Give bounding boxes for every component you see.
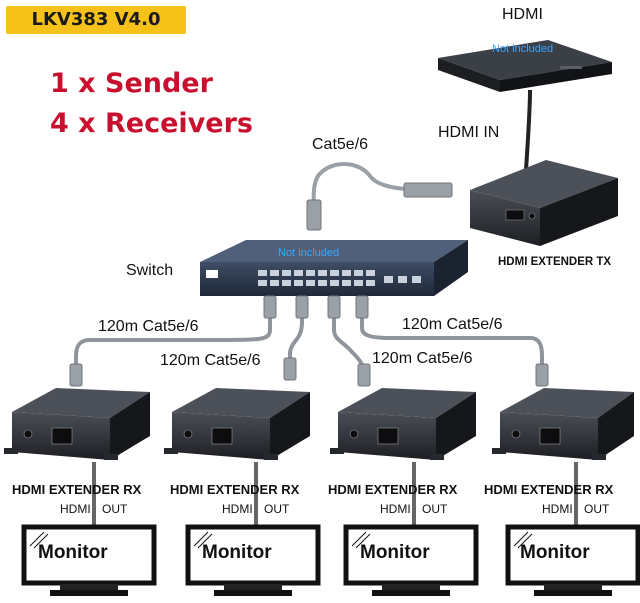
rx-label-1: HDMI EXTENDER RX [12,482,142,497]
monitor-3-label: Monitor [360,542,430,563]
hdmi-in-cable [524,89,532,171]
hdmi-out-cables [92,462,578,532]
cable-label-1: 120m Cat5e/6 [98,318,199,335]
monitor-2-label: Monitor [202,542,272,563]
monitor-graphics [21,524,640,596]
headline-sender: 1 x Sender [50,68,213,99]
rx-device-graphics [4,388,634,460]
hdmi-source-label: HDMI [502,6,543,23]
rx1-hdmi: HDMI [60,502,91,516]
model-badge: LKV383 V4.0 [6,6,186,34]
tx-cat-cable [306,162,453,231]
rx2-hdmi: HDMI [222,502,253,516]
cable-label-3: 120m Cat5e/6 [372,350,473,367]
rx3-hdmi: HDMI [380,502,411,516]
rx-label-3: HDMI EXTENDER RX [328,482,458,497]
hdmi-source-device [438,40,612,92]
rx3-out: OUT [422,502,448,516]
tx-device-graphic [470,160,618,246]
rx-cable-plugs [69,295,549,387]
rx4-hdmi: HDMI [542,502,573,516]
rx-label-4: HDMI EXTENDER RX [484,482,614,497]
cable-label-2: 120m Cat5e/6 [160,352,261,369]
monitor-1-label: Monitor [38,542,108,563]
cable-top-label: Cat5e/6 [312,136,369,153]
headline-receivers: 4 x Receivers [50,108,253,139]
cable-label-4: 120m Cat5e/6 [402,316,503,333]
switch-graphic [200,240,468,296]
rx1-out: OUT [102,502,128,516]
switch-note: Not included [278,247,340,259]
rx2-out: OUT [264,502,290,516]
switch-label: Switch [126,262,174,279]
monitor-4-label: Monitor [520,542,590,563]
hdmi-in-label: HDMI IN [438,124,500,141]
rx-label-2: HDMI EXTENDER RX [170,482,300,497]
rx4-out: OUT [584,502,610,516]
hdmi-source-note: Not included [492,43,554,55]
tx-label: HDMI EXTENDER TX [498,256,612,268]
